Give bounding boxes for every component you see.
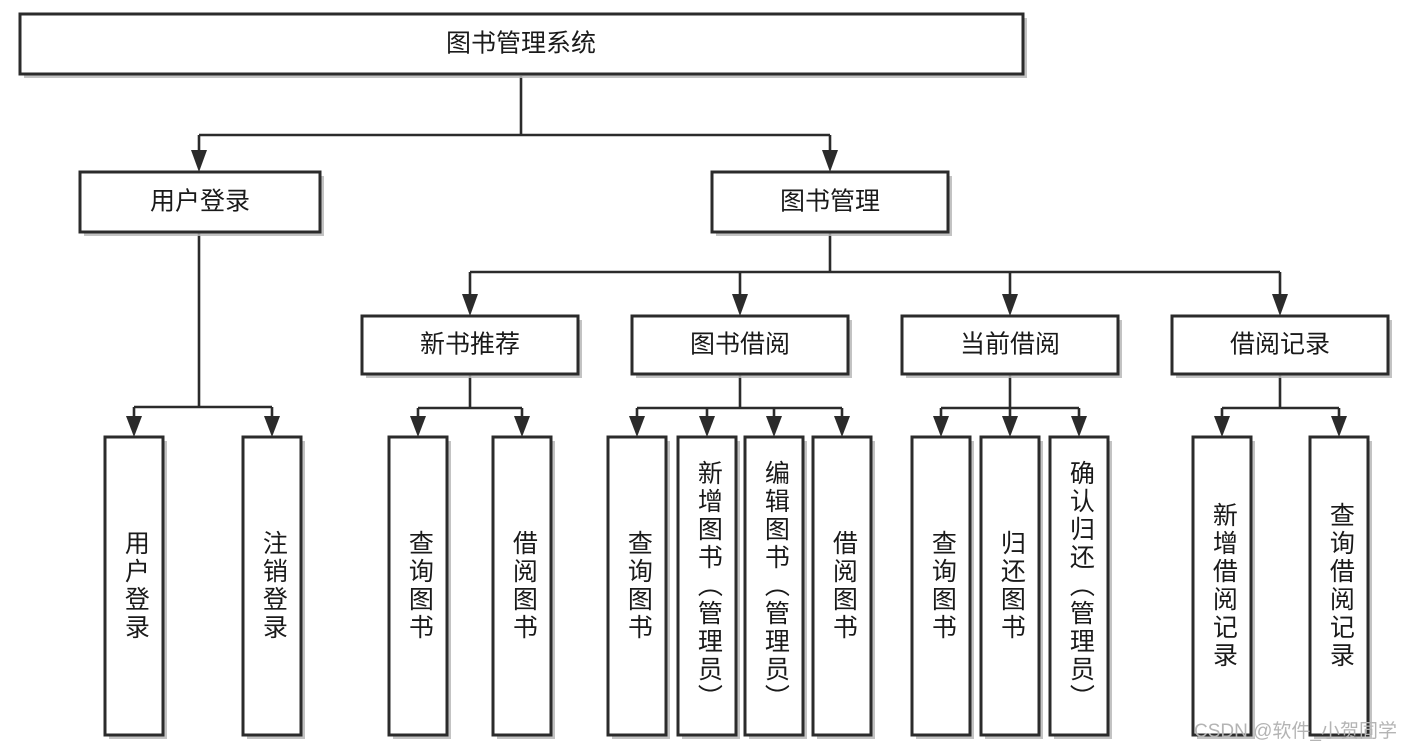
arrow-to-add-book [699,416,715,437]
node-leaf-query-book-3[interactable]: 查询图书 [910,435,974,739]
arrow-to-logout-leaf [264,416,280,437]
node-user-login-box [78,170,322,234]
node-leaf-return-book[interactable]: 归还图书 [979,435,1043,739]
node-leaf-user-login[interactable]: 用户登录 [103,435,167,739]
arrow-to-edit-book [766,416,782,437]
node-borrow-record[interactable]: 借阅记录 [1170,314,1392,378]
arrow-to-query-book-2 [629,416,645,437]
node-leaf-query-book-2-label: 查询图书 [624,530,653,642]
node-book-borrow-label: 图书借阅 [690,331,790,359]
node-book-management[interactable]: 图书管理 [710,170,952,236]
node-root[interactable]: 图书管理系统 [18,12,1027,78]
node-leaf-edit-book[interactable]: 编辑图书（管理员） [743,435,807,739]
node-leaf-query-book-3-label: 查询图书 [928,530,957,642]
node-leaf-query-record-label: 查询借阅记录 [1326,502,1355,670]
arrow-to-query-record [1331,416,1347,437]
node-book-borrow-box [630,314,850,376]
node-leaf-logout[interactable]: 注销登录 [241,435,305,739]
arrow-to-book-mgmt [822,150,838,172]
node-root-label: 图书管理系统 [446,30,596,58]
connector-layer [126,76,1347,437]
node-leaf-borrow-book-1[interactable]: 借阅图书 [491,435,555,739]
arrow-to-return-book [1002,416,1018,437]
node-leaf-borrow-book-1-box [491,435,553,737]
node-leaf-add-book-box [676,435,738,737]
arrow-to-borrow-book-1 [514,416,530,437]
node-borrow-record-label: 借阅记录 [1230,331,1330,359]
arrow-to-user-login-leaf [126,416,142,437]
node-book-borrow[interactable]: 图书借阅 [630,314,852,378]
arrow-to-borrow [732,294,748,316]
node-leaf-user-login-label: 用户登录 [121,530,150,642]
node-leaf-add-record[interactable]: 新增借阅记录 [1191,435,1255,739]
csdn-watermark: CSDN @软件_小贺同学 [1194,721,1397,742]
node-leaf-query-book-2[interactable]: 查询图书 [606,435,670,739]
node-borrow-record-box [1170,314,1390,376]
node-leaf-query-book-1-box [387,435,449,737]
node-leaf-edit-book-box [743,435,805,737]
arrow-to-record [1272,294,1288,316]
node-new-book-recommend-label: 新书推荐 [420,331,520,359]
node-leaf-confirm-return-label: 确认归还（管理员） [1066,460,1095,712]
node-book-management-box [710,170,950,234]
arrow-to-query-book-1 [410,416,426,437]
node-leaf-borrow-book-1-label: 借阅图书 [509,530,538,642]
node-leaf-borrow-book-2-label: 借阅图书 [829,530,858,642]
node-leaf-return-book-label: 归还图书 [997,530,1026,642]
arrow-to-current [1002,294,1018,316]
arrow-to-query-book-3 [933,416,949,437]
node-leaf-borrow-book-2[interactable]: 借阅图书 [811,435,875,739]
arrow-to-confirm-return [1071,416,1087,437]
node-leaf-add-book[interactable]: 新增图书（管理员） [676,435,740,739]
node-leaf-query-record-box [1308,435,1370,737]
node-user-login-label: 用户登录 [150,188,250,216]
arrow-to-add-record [1214,416,1230,437]
node-leaf-return-book-box [979,435,1041,737]
node-user-login[interactable]: 用户登录 [78,170,324,236]
node-leaf-add-record-box [1191,435,1253,737]
arrow-to-borrow-book-2 [834,416,850,437]
node-leaf-query-book-1[interactable]: 查询图书 [387,435,451,739]
node-leaf-query-record[interactable]: 查询借阅记录 [1308,435,1372,739]
node-current-borrow[interactable]: 当前借阅 [900,314,1122,378]
node-current-borrow-label: 当前借阅 [960,331,1060,359]
node-current-borrow-box [900,314,1120,376]
node-leaf-confirm-return-box [1048,435,1110,737]
node-leaf-logout-box [241,435,303,737]
node-leaf-edit-book-label: 编辑图书（管理员） [761,460,790,712]
node-leaf-user-login-box [103,435,165,737]
node-new-book-recommend-box [360,314,580,376]
node-leaf-confirm-return[interactable]: 确认归还（管理员） [1048,435,1112,739]
node-leaf-add-book-label: 新增图书（管理员） [694,460,723,712]
node-leaf-add-record-label: 新增借阅记录 [1209,502,1238,670]
node-leaf-query-book-2-box [606,435,668,737]
node-leaf-query-book-1-label: 查询图书 [405,530,434,642]
node-leaf-logout-label: 注销登录 [259,530,288,642]
node-root-box [18,12,1025,76]
arrow-to-user-login [191,150,207,172]
node-leaf-query-book-3-box [910,435,972,737]
node-leaf-borrow-book-2-box [811,435,873,737]
arrow-to-new-book [462,294,478,316]
node-new-book-recommend[interactable]: 新书推荐 [360,314,582,378]
node-book-management-label: 图书管理 [780,188,880,216]
